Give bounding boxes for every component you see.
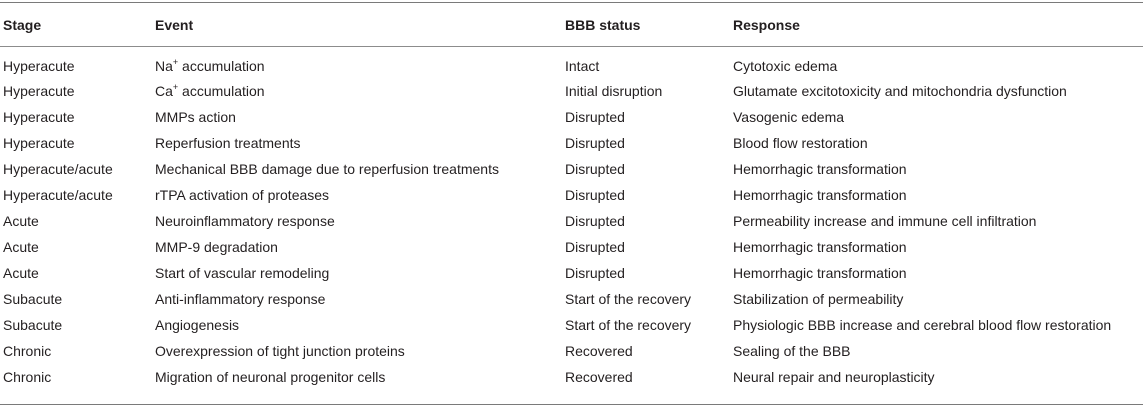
cell-event: Mechanical BBB damage due to reperfusion…: [155, 161, 499, 177]
event-text: Na: [155, 58, 173, 74]
cell-response: Cytotoxic edema: [733, 58, 838, 74]
ion-charge-superscript: +: [172, 57, 179, 67]
table-header-row: Stage Event BBB status Response: [0, 3, 1143, 46]
cell-response: Vasogenic edema: [733, 109, 845, 125]
cell-stage: Chronic: [3, 343, 52, 359]
table-row: Subacute Anti-inflammatory response Start …: [0, 286, 1143, 312]
cell-stage: Acute: [3, 239, 39, 255]
cell-stage: Acute: [3, 265, 39, 281]
table-header: Stage Event BBB status Response: [0, 3, 1143, 46]
cell-event: MMPs action: [155, 109, 236, 125]
table-row: Hyperacute/acute rTPA activation of prote…: [0, 182, 1143, 208]
cell-event: Na+ accumulation: [152, 46, 562, 78]
table-header-rule: [0, 46, 1143, 47]
table-bottom-rule: [0, 404, 1143, 405]
cell-response: Physiologic BBB increase and cerebral bl…: [733, 317, 1112, 333]
table-row: Chronic Migration of neuronal progenitor …: [0, 364, 1143, 390]
cell-stage: Hyperacute: [3, 135, 75, 151]
cell-bbb-status: Recovered: [565, 369, 633, 385]
cell-response: Stabilization of permeability: [733, 291, 904, 307]
cell-bbb-status: Disrupted: [565, 135, 625, 151]
cell-bbb-status: Disrupted: [565, 265, 625, 281]
cell-stage: Subacute: [3, 291, 63, 307]
cell-response: Permeability increase and immune cell in…: [733, 213, 1037, 229]
cell-bbb-status: Initial disruption: [565, 83, 663, 99]
cell-event: MMP-9 degradation: [155, 239, 278, 255]
table-row: Hyperacute MMPs action Disrupted Vasogenic …: [0, 104, 1143, 130]
cell-event: Angiogenesis: [155, 317, 240, 333]
ion-charge-superscript: +: [172, 82, 179, 92]
cell-response: Hemorrhagic transformation: [733, 239, 907, 255]
cell-bbb-status: Disrupted: [565, 161, 625, 177]
cell-event: rTPA activation of proteases: [155, 187, 330, 203]
table-row: Subacute Angiogenesis Start of the recover…: [0, 312, 1143, 338]
table-row: Acute Neuroinflammatory response Disrupted…: [0, 208, 1143, 234]
cell-bbb-status: Start of the recovery: [565, 291, 692, 307]
table-top-rule: [0, 2, 1143, 3]
cell-bbb-status: Disrupted: [565, 187, 625, 203]
cell-stage: Subacute: [3, 317, 63, 333]
cell-bbb-status: Disrupted: [565, 109, 625, 125]
cell-response: Sealing of the BBB: [733, 343, 851, 359]
cell-response: Blood flow restoration: [733, 135, 868, 151]
cell-event: Migration of neuronal progenitor cells: [155, 369, 386, 385]
column-header-bbb-status: BBB status: [565, 16, 641, 33]
cell-event: Start of vascular remodeling: [155, 265, 330, 281]
cell-bbb-status: Recovered: [565, 343, 633, 359]
event-text: accumulation: [178, 83, 265, 99]
cell-bbb-status: Start of the recovery: [565, 317, 692, 333]
cell-event: Neuroinflammatory response: [155, 213, 335, 229]
table-row: Hyperacute Reperfusion treatments Disrupte…: [0, 130, 1143, 156]
cell-response: Glutamate excitotoxicity and mitochondri…: [733, 83, 1067, 99]
column-header-event: Event: [155, 16, 194, 33]
column-header-response: Response: [733, 16, 800, 33]
cell-response: Hemorrhagic transformation: [733, 265, 907, 281]
cell-bbb-status: Disrupted: [565, 213, 625, 229]
cell-event: Reperfusion treatments: [155, 135, 301, 151]
cell-stage: Hyperacute: [3, 109, 75, 125]
cell-stage: Hyperacute/acute: [3, 187, 113, 203]
cell-stage: Acute: [3, 213, 39, 229]
event-text: accumulation: [178, 58, 265, 74]
cell-event: Overexpression of tight junction protein…: [155, 343, 405, 359]
cell-response: Neural repair and neuroplasticity: [733, 369, 935, 385]
table-row: Chronic Overexpression of tight junction …: [0, 338, 1143, 364]
cell-event: Anti-inflammatory response: [155, 291, 326, 307]
table-row: Acute Start of vascular remodeling Disrupt…: [0, 260, 1143, 286]
cell-stage: Chronic: [3, 369, 52, 385]
cell-event: Ca+ accumulation: [152, 78, 562, 104]
bbb-stage-table: Stage Event BBB status Response Hyperacu…: [0, 3, 1143, 390]
cell-bbb-status: Disrupted: [565, 239, 625, 255]
cell-stage: Hyperacute: [3, 58, 75, 74]
table-row: Acute MMP-9 degradation Disrupted Hemorrhag…: [0, 234, 1143, 260]
cell-response: Hemorrhagic transformation: [733, 187, 907, 203]
table-row: Hyperacute/acute Mechanical BBB damage du…: [0, 156, 1143, 182]
cell-bbb-status: Intact: [565, 58, 600, 74]
cell-stage: Hyperacute: [3, 83, 75, 99]
column-header-stage: Stage: [3, 16, 42, 33]
cell-stage: Hyperacute/acute: [3, 161, 113, 177]
cell-response: Hemorrhagic transformation: [733, 161, 907, 177]
event-text: Ca: [155, 83, 173, 99]
